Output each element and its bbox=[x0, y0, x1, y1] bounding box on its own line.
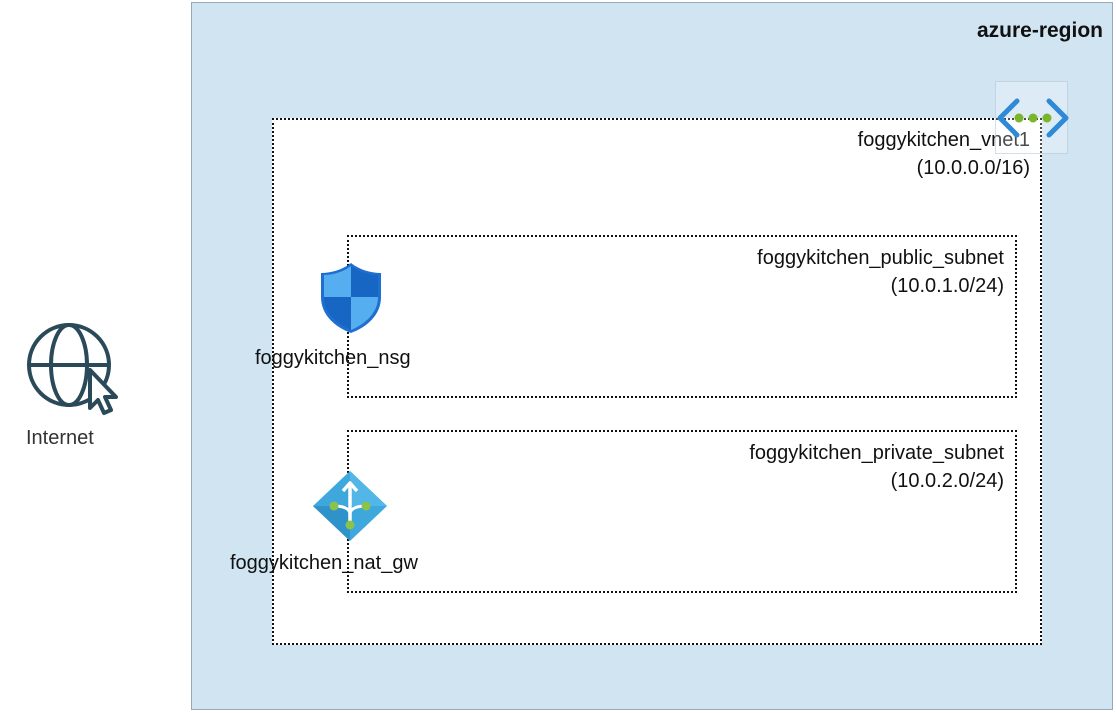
shield-icon bbox=[321, 263, 381, 333]
public-subnet-box: foggykitchen_public_subnet (10.0.1.0/24) bbox=[347, 235, 1017, 398]
virtual-network-icon bbox=[997, 98, 1069, 138]
public-subnet-label: foggykitchen_public_subnet (10.0.1.0/24) bbox=[757, 244, 1004, 300]
private-subnet-label: foggykitchen_private_subnet (10.0.2.0/24… bbox=[749, 439, 1004, 495]
nat-gateway-icon bbox=[313, 471, 387, 541]
globe-cursor-icon bbox=[27, 323, 118, 415]
private-subnet-name: foggykitchen_private_subnet bbox=[749, 442, 1004, 464]
private-subnet-cidr: (10.0.2.0/24) bbox=[890, 470, 1004, 492]
private-subnet-box: foggykitchen_private_subnet (10.0.2.0/24… bbox=[347, 430, 1017, 593]
nsg-label: foggykitchen_nsg bbox=[255, 347, 411, 369]
public-subnet-cidr: (10.0.1.0/24) bbox=[890, 275, 1004, 297]
internet-label: Internet bbox=[26, 427, 94, 449]
region-label: azure-region bbox=[976, 19, 1103, 42]
vnet-cidr: (10.0.0.0/16) bbox=[916, 157, 1030, 179]
vnet-label: foggykitchen_vnet1 (10.0.0.0/16) bbox=[858, 126, 1030, 182]
public-subnet-name: foggykitchen_public_subnet bbox=[757, 247, 1004, 269]
nat-gw-label: foggykitchen_nat_gw bbox=[230, 552, 418, 574]
vnet-name: foggykitchen_vnet1 bbox=[857, 129, 1030, 151]
